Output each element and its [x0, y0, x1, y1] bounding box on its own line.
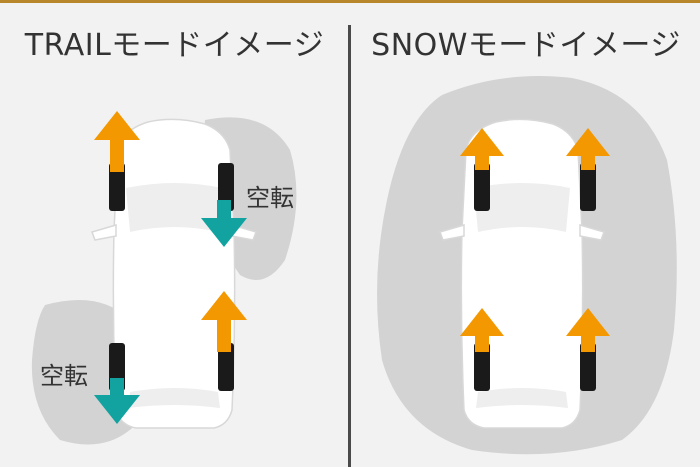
tire-front-right [580, 163, 596, 211]
tire-front-left [109, 163, 125, 211]
tire-front-right [218, 163, 234, 211]
spin-arrow-front-right [201, 200, 247, 247]
trail-mode-panel: TRAILモードイメージ 空転 空転 [0, 0, 349, 467]
top-accent-bar [0, 0, 700, 3]
trail-mode-title: TRAILモードイメージ [24, 28, 325, 63]
tire-rear-right [218, 343, 234, 391]
drive-arrow-front-left [94, 111, 140, 172]
snow-mode-title: SNOWモードイメージ [371, 28, 681, 63]
trail-car-diagram [31, 111, 297, 445]
drive-arrow-rear-left [460, 308, 504, 352]
spin-arrow-rear-left [94, 378, 140, 424]
tire-rear-right [580, 343, 596, 391]
drive-arrow-rear-right [201, 291, 247, 352]
snow-mode-panel: SNOWモードイメージ [352, 0, 700, 467]
snow-car-diagram [377, 76, 677, 455]
spin-label-rear: 空転 [40, 362, 88, 390]
drive-arrow-front-right [566, 128, 610, 170]
car-body [439, 118, 605, 429]
tire-front-left [474, 163, 490, 211]
spin-label-front: 空転 [246, 184, 294, 212]
tire-rear-left [474, 343, 490, 391]
drive-arrow-front-left [460, 128, 504, 170]
car-body [91, 118, 257, 429]
panel-divider [348, 25, 351, 467]
drive-arrow-rear-right [566, 308, 610, 352]
